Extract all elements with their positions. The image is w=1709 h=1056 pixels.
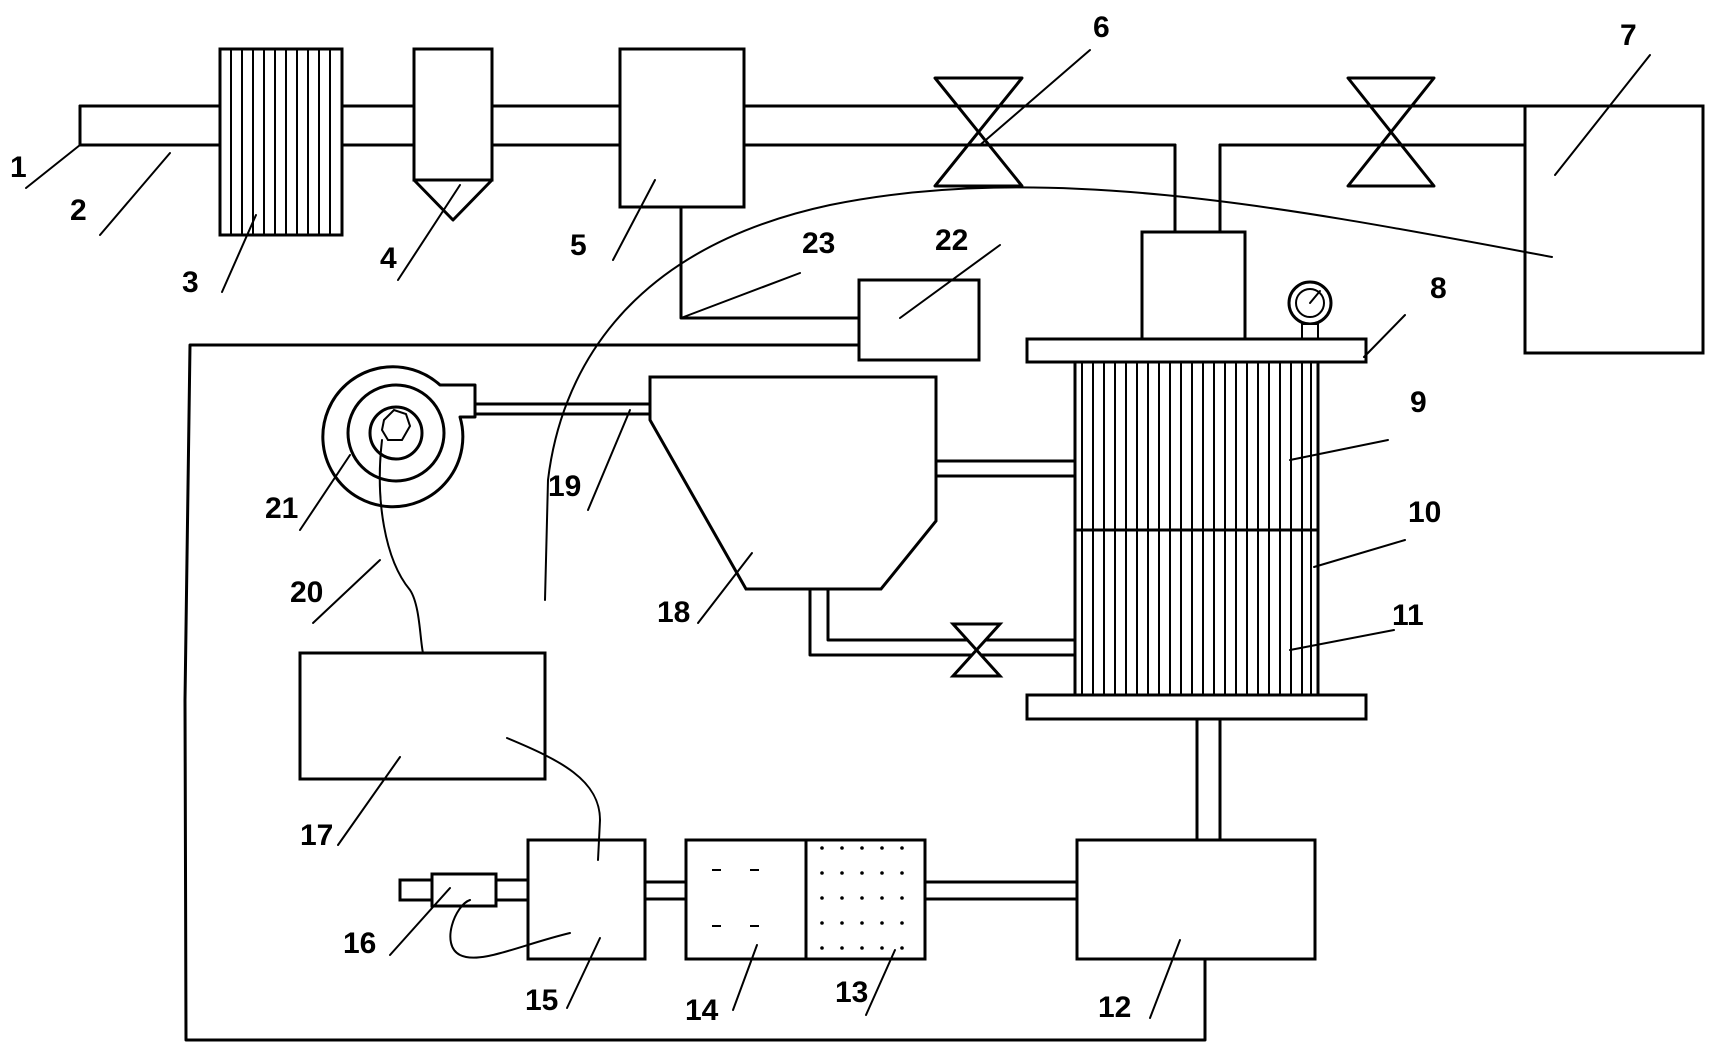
label-21: 21 (265, 492, 298, 525)
label-1: 1 (10, 151, 27, 184)
pipe-18-to-stack (934, 459, 1077, 478)
unit-13-14 (684, 838, 927, 961)
unit-17-box (298, 651, 547, 781)
label-13: 13 (835, 976, 868, 1009)
cables (378, 186, 1553, 959)
label-20: 20 (290, 576, 323, 609)
top-plate (1025, 337, 1368, 364)
label-9: 9 (1410, 386, 1427, 419)
filter-unit (218, 47, 344, 237)
valve-right (1346, 76, 1436, 188)
pipe-13-to-12 (923, 880, 1079, 901)
label-23: 23 (802, 227, 835, 260)
label-12: 12 (1098, 991, 1131, 1024)
label-10: 10 (1408, 496, 1441, 529)
label-2: 2 (70, 194, 87, 227)
separator-unit (412, 47, 494, 222)
label-6: 6 (1093, 11, 1110, 44)
valve-bottom (949, 622, 1004, 678)
fan-21-icon (321, 365, 477, 509)
label-7: 7 (1620, 19, 1637, 52)
label-19: 19 (548, 470, 581, 503)
unit-22-box (857, 278, 981, 362)
unit-12-box (1075, 838, 1317, 961)
outer-frame-line (183, 343, 1207, 1042)
label-11: 11 (1392, 599, 1424, 632)
line-23 (679, 205, 861, 320)
hopper-18 (648, 375, 938, 591)
unit-7-box (1523, 104, 1705, 355)
pipe-18-bottom (808, 587, 1077, 657)
label-4: 4 (380, 242, 397, 275)
label-18: 18 (657, 596, 690, 629)
top-module-box (1140, 230, 1247, 341)
plate-stack (1073, 360, 1320, 697)
label-3: 3 (182, 266, 199, 299)
unit-5-box (618, 47, 746, 209)
pipe-15-to-14 (643, 880, 688, 901)
label-8: 8 (1430, 272, 1447, 305)
stack-to-12-pipe (1195, 717, 1222, 842)
valve-6 (933, 76, 1024, 188)
nozzle-16 (398, 872, 530, 908)
label-17: 17 (300, 819, 333, 852)
label-5: 5 (570, 229, 587, 262)
branch-pipes (1173, 143, 1222, 234)
number-labels: 1 2 3 4 5 6 7 8 9 10 11 12 13 14 15 16 1… (10, 11, 1637, 1027)
bottom-plate (1025, 693, 1368, 721)
unit-15-box (526, 838, 647, 961)
pressure-gauge-icon (1287, 280, 1333, 340)
label-22: 22 (935, 224, 968, 257)
label-16: 16 (343, 927, 376, 960)
label-14: 14 (685, 994, 719, 1027)
label-15: 15 (525, 984, 558, 1017)
leader-lines (25, 49, 1651, 1019)
